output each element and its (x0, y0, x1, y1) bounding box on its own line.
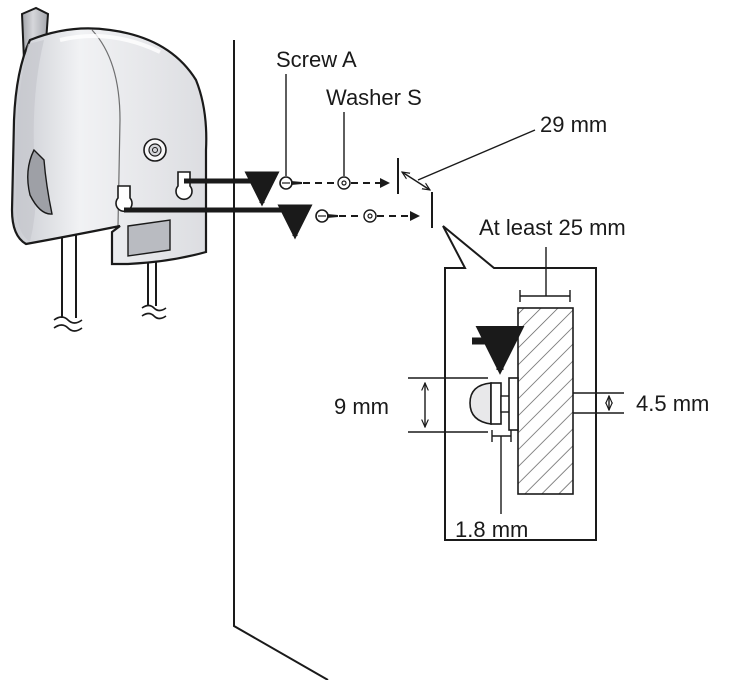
head-diameter-dimension (408, 377, 488, 433)
screw-lower (315, 209, 338, 223)
gap-label: 1.8 mm (455, 517, 528, 542)
depth-label: At least 25 mm (479, 215, 626, 240)
spacing-label: 29 mm (540, 112, 607, 137)
screw-upper (279, 176, 302, 190)
shank-diameter-label: 4.5 mm (636, 391, 709, 416)
keyhole-upper (175, 171, 193, 201)
center-screw-hole (143, 138, 167, 162)
gap-dimension (491, 430, 512, 514)
wall-edge (233, 40, 329, 680)
side-grip (27, 148, 53, 215)
spacing-dimension (402, 129, 536, 190)
depth-dimension (519, 247, 571, 302)
washer-s-label: Washer S (326, 85, 422, 110)
upper-arrow (184, 171, 280, 207)
lower-arrow (124, 204, 313, 240)
base-unit-body (10, 27, 208, 266)
washer-upper (337, 176, 351, 190)
insertion-paths (303, 178, 420, 221)
washer-lower (363, 209, 377, 223)
power-cord (53, 230, 83, 332)
keyhole-lower (115, 185, 133, 213)
head-diameter-label: 9 mm (334, 394, 389, 419)
screw-a-label: Screw A (276, 47, 357, 72)
base-unit-illustration (10, 6, 208, 332)
shank-diameter-dimension (573, 392, 624, 414)
keyhole-to-screw-arrows (124, 171, 313, 240)
wall-section-hatched (517, 307, 574, 495)
detail-down-arrow (472, 325, 525, 375)
screw-cross-section (469, 377, 519, 431)
